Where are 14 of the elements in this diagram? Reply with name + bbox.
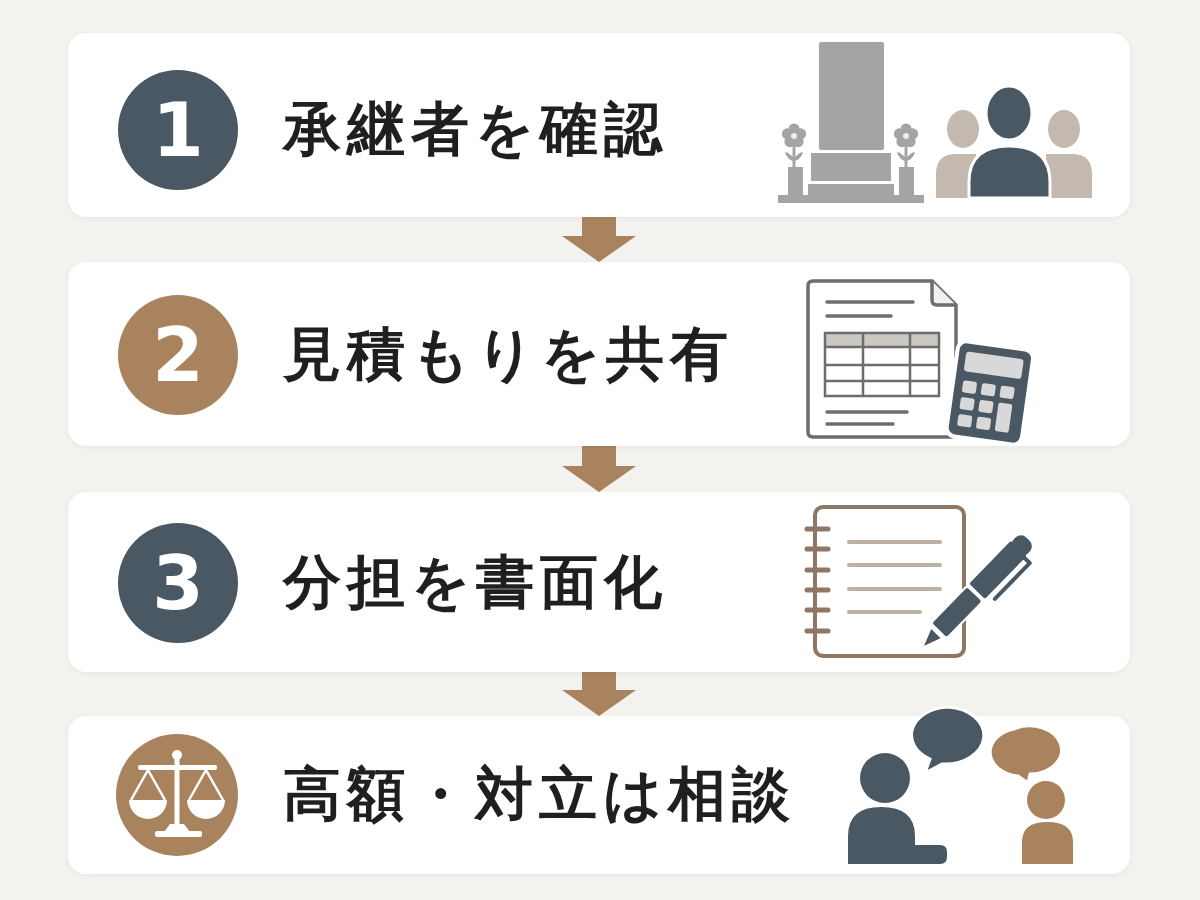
step-card: [68, 262, 1130, 446]
step-number: 2: [152, 318, 204, 392]
step-card: [68, 492, 1130, 672]
arrow: [562, 217, 636, 262]
step-card: [68, 33, 1130, 217]
step-number: 3: [152, 546, 204, 620]
step-title: 高額・対立は相談: [283, 760, 796, 830]
step-title: 見積もりを共有: [283, 320, 734, 390]
step-number: 1: [152, 93, 204, 167]
arrow: [562, 672, 636, 716]
step-title: 分担を書面化: [283, 548, 668, 618]
arrow: [562, 446, 636, 492]
scales-icon: [116, 734, 238, 856]
step-title: 承継者を確認: [283, 95, 668, 165]
